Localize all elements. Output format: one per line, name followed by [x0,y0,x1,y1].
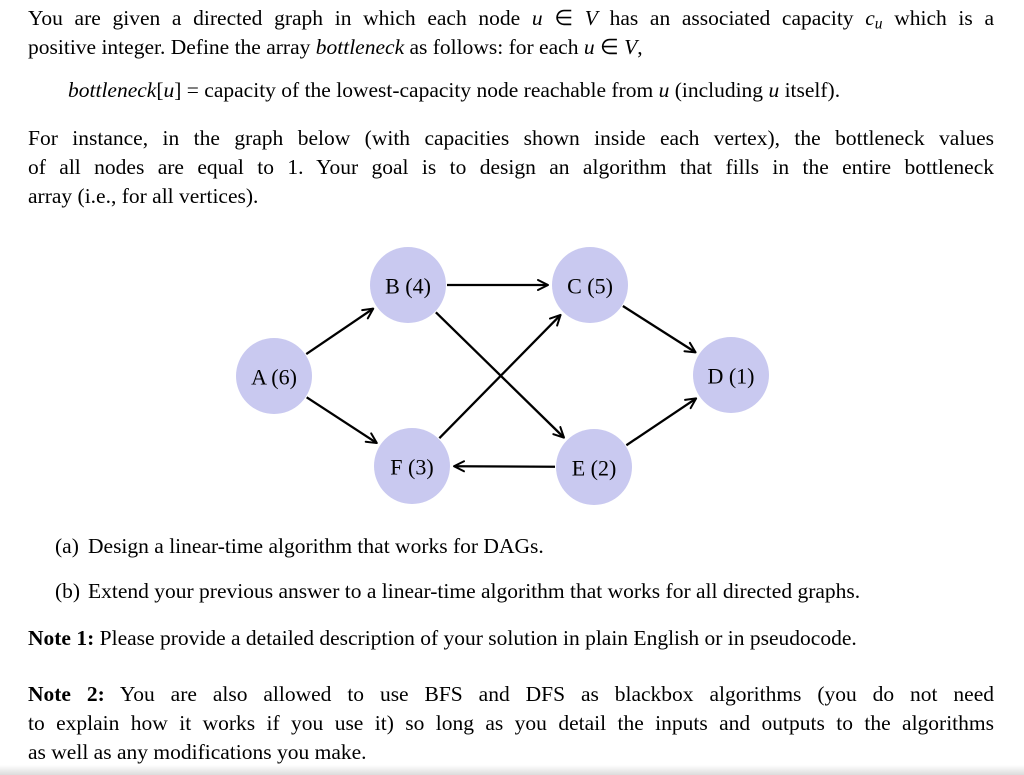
graph-edge-F-C [438,313,562,439]
graph-node-B-label: B (4) [385,274,431,299]
graph-node-C: C (5) [552,247,628,323]
graph-node-C-circle [552,247,628,323]
para2-line1: For instance, in the graph below (with c… [28,126,994,150]
item-b-label: (b) [55,579,81,603]
graph-edge-E-F [452,460,556,473]
note2-line3: as well as any modifications you make. [28,740,367,764]
graph-edge-A-B [305,307,375,356]
graph-node-E: E (2) [556,429,632,505]
note2-line1: Note 2: You are also allowed to use BFS … [28,682,994,706]
window-bottom-edge [0,765,1024,775]
item-a: (a) Design a linear-time algorithm that w… [55,532,994,561]
para1-line2: positive integer. Define the array bottl… [28,35,643,59]
item-a-label: (a) [55,534,79,558]
graph-node-B: B (4) [370,247,446,323]
graph-node-A-label: A (6) [251,365,297,390]
graph-node-E-circle [556,429,632,505]
graph-edge-E-D [625,397,698,447]
graph-node-F: F (3) [374,428,450,504]
note2-line2: to explain how it works if you use it) s… [28,711,994,735]
graph-edge-C-D [622,305,697,354]
para2-line2: of all nodes are equal to 1. Your goal i… [28,155,994,179]
item-b-text: Extend your previous answer to a linear-… [88,579,861,603]
graph-node-A: A (6) [236,338,312,414]
graph-node-B-circle [370,247,446,323]
graph-node-F-circle [374,428,450,504]
graph-edge-B-E [435,311,565,439]
item-b: (b) Extend your previous answer to a line… [55,577,994,606]
graph-edge-A-F [306,396,378,445]
graph-node-E-label: E (2) [572,456,617,481]
bottleneck-equation: bottleneck[u] = capacity of the lowest-c… [68,78,841,102]
graph-node-A-circle [236,338,312,414]
item-a-text: Design a linear-time algorithm that work… [88,534,544,558]
para2-line3: array (i.e., for all vertices). [28,184,259,208]
graph-node-D-circle [693,337,769,413]
note1: Note 1: Please provide a detailed descri… [28,626,857,650]
graph-node-D-label: D (1) [707,364,754,389]
para1-line1: You are given a directed graph in which … [28,6,994,33]
graph-node-D: D (1) [693,337,769,413]
graph-node-C-label: C (5) [567,274,613,299]
graph-node-F-label: F (3) [390,455,433,480]
